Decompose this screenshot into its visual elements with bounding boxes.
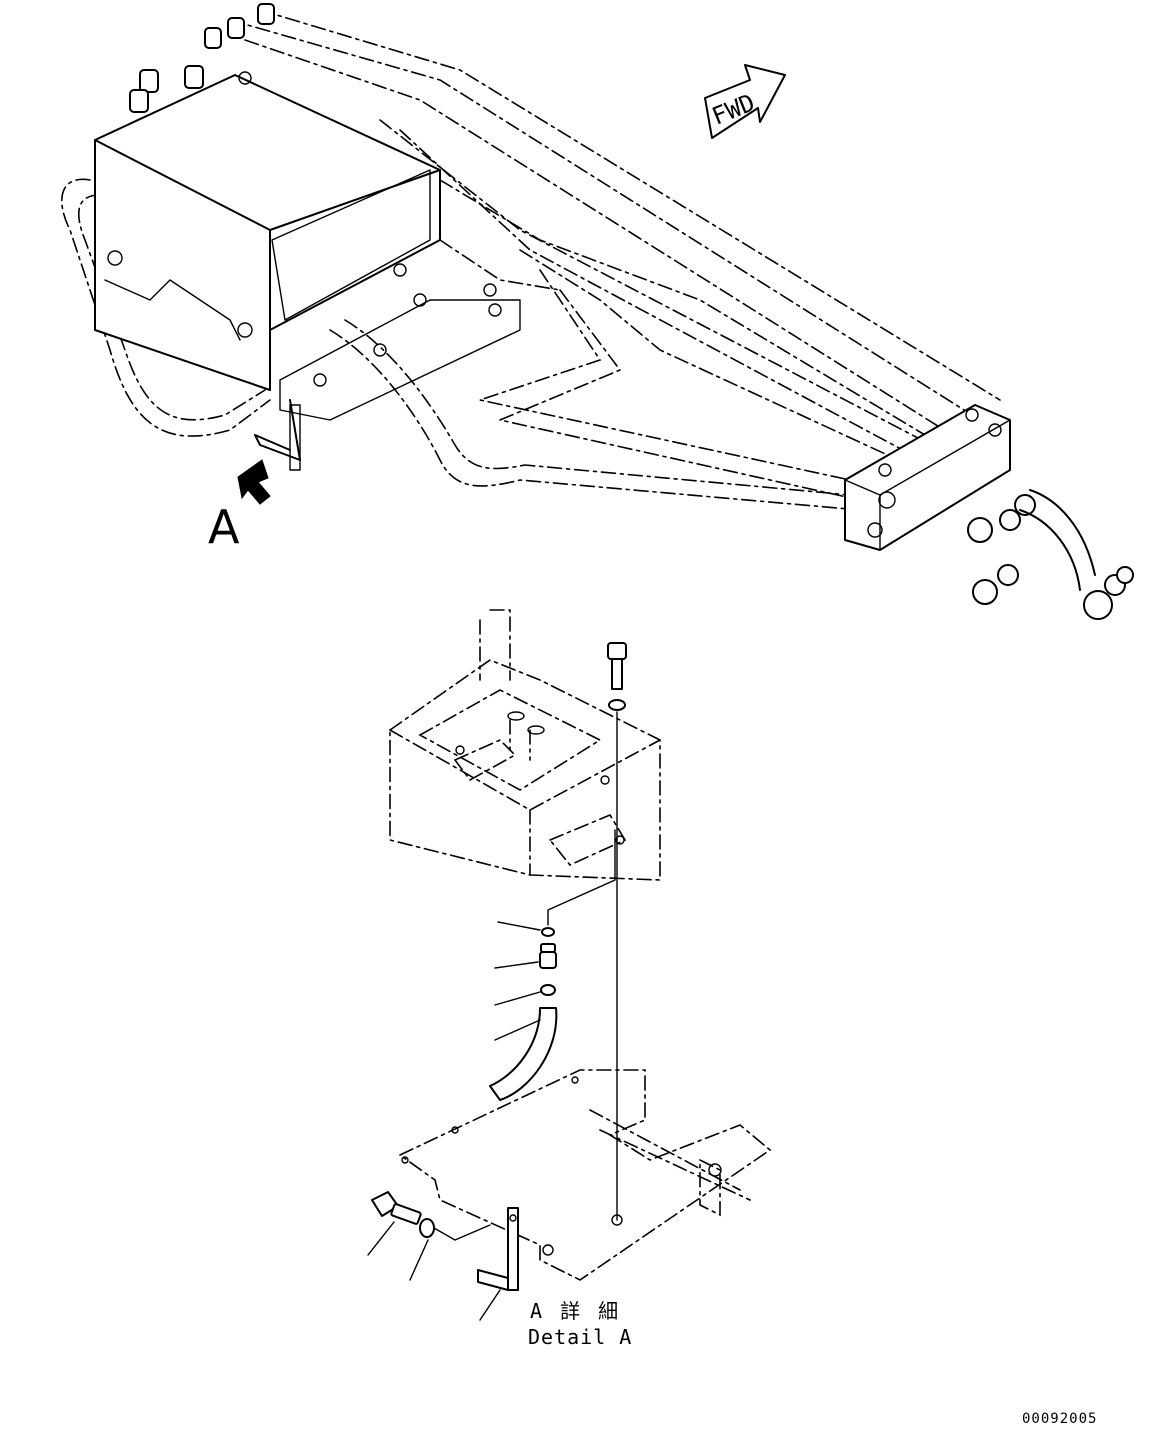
pipe-manifold — [844, 404, 1134, 620]
mounting-bolt-top — [607, 642, 627, 1221]
valve-box — [94, 3, 521, 471]
hose-bracket — [477, 1207, 519, 1321]
box-frame — [389, 609, 661, 881]
detail-a-exploded-view: A 詳 細 Detail A — [367, 609, 772, 1349]
valve-assembly: A FWD — [61, 3, 1134, 620]
view-arrow: A — [208, 459, 271, 554]
detail-title-jp: A 詳 細 — [530, 1299, 621, 1323]
hydraulic-piping — [61, 9, 1001, 511]
forward-direction-icon: FWD — [704, 64, 786, 139]
drain-hose — [489, 1007, 558, 1101]
detail-title-en: Detail A — [528, 1325, 632, 1349]
mounting-bolt-left — [367, 1191, 491, 1281]
drain-parts — [489, 829, 616, 1101]
o-ring — [541, 927, 555, 937]
lower-plate — [398, 1069, 772, 1281]
view-marker-label: A — [208, 500, 240, 554]
hose-clamp — [540, 984, 556, 996]
drain-valve — [540, 943, 556, 953]
drawing-number: 00092005 — [1022, 1411, 1097, 1427]
